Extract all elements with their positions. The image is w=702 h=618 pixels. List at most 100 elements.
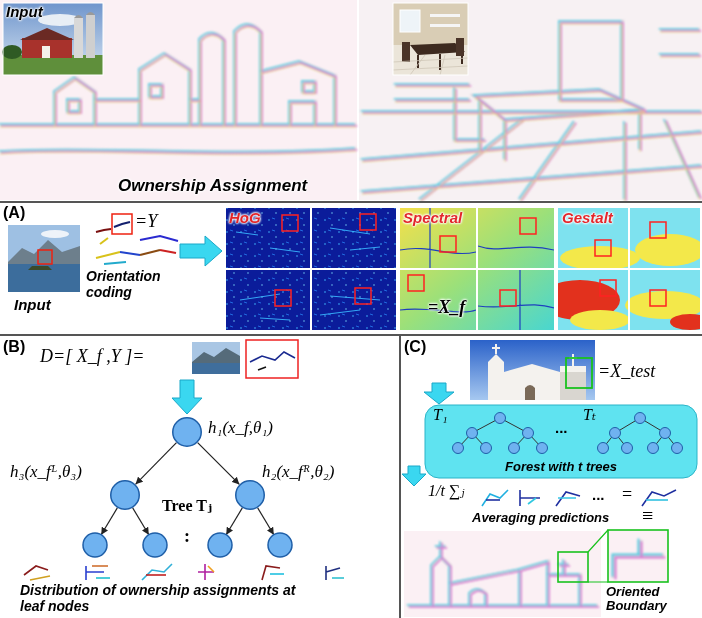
hog-panels <box>355 288 371 304</box>
image-label: Input <box>6 3 43 20</box>
gestalt-panels <box>595 240 611 256</box>
dining-photo <box>402 42 410 62</box>
oriented-boundary-map <box>404 531 601 617</box>
split-function: h₃(x_fᴸ,θ₃) <box>10 462 82 482</box>
orientation-coding <box>104 262 126 264</box>
spectral-panels <box>408 218 536 306</box>
flow-arrow <box>424 383 454 404</box>
forest-box <box>622 443 633 454</box>
training-sample <box>192 340 298 378</box>
leaf-distributions <box>262 566 280 580</box>
orientation-coding <box>96 229 111 232</box>
orientation-coding <box>160 250 176 253</box>
forest-box <box>648 443 659 454</box>
flow-arrow <box>402 466 426 486</box>
orientation-coding <box>140 250 160 255</box>
ellipsis-mark: : <box>184 526 190 547</box>
barn-photo <box>2 45 22 59</box>
hog-panels <box>226 208 396 330</box>
oriented-boundary-map <box>407 541 597 605</box>
leaf-distributions <box>24 566 48 575</box>
input-photo <box>38 250 52 264</box>
math-label: ≡ <box>642 504 653 527</box>
prediction-snippets <box>482 490 508 506</box>
gestalt-panels <box>650 290 666 306</box>
prediction-snippets <box>646 499 668 501</box>
forest-box <box>672 443 683 454</box>
split-node: h₂(x_fᴿ,θ₂) <box>235 480 265 510</box>
forest-box <box>537 443 548 454</box>
test-photo <box>470 340 595 400</box>
oriented-boundary-map <box>407 541 599 607</box>
tree-label: T₁ <box>433 406 447 424</box>
gestalt-panels <box>540 208 702 330</box>
tree-branch <box>198 443 240 485</box>
ownership-maps <box>359 0 702 200</box>
leaf-distributions <box>146 574 166 576</box>
forest-box <box>481 443 492 454</box>
barn-photo <box>3 3 103 75</box>
tree-leaves <box>133 508 149 535</box>
spectral-panels <box>400 208 554 330</box>
node-circle <box>172 417 202 447</box>
node-circle <box>236 481 265 510</box>
barn-photo <box>74 15 83 18</box>
test-photo <box>525 385 535 400</box>
tree-label: Tree Tⱼ <box>147 497 227 515</box>
math-label: D=[ X_f ,Y ]= <box>40 346 144 367</box>
tree-label: Tₜ <box>583 406 596 424</box>
step-label: Oriented Boundary <box>606 585 698 613</box>
forest-box: T₁ Tₜ... Forest with t trees <box>425 405 701 478</box>
tree-leaves <box>226 508 242 535</box>
dining-photo <box>393 3 468 75</box>
forest-box <box>610 428 621 439</box>
orientation-coding <box>100 238 108 244</box>
tree-leaves <box>83 508 292 557</box>
ellipsis-mark: ... <box>555 419 568 436</box>
split-node: h₁(x_f,θ₁) <box>172 417 202 447</box>
split-function: h₁(x_f,θ₁) <box>208 418 273 438</box>
gestalt-panels <box>650 222 666 238</box>
caption-label: Distribution of ownership assignments at… <box>20 582 320 614</box>
leaf-distributions <box>24 564 344 580</box>
orientation-coding <box>120 252 140 255</box>
feature-label: Spectral <box>403 209 462 226</box>
test-photo <box>560 372 586 400</box>
section-dividers <box>0 201 702 203</box>
math-label: 1/t ∑ⱼ <box>428 482 465 500</box>
input-photo <box>8 240 80 266</box>
forest-box <box>458 418 677 448</box>
spectral-panels <box>400 208 554 330</box>
flow-arrow <box>172 380 202 414</box>
spectral-panels <box>400 208 554 330</box>
leaf-distributions <box>96 577 110 579</box>
leaf-distributions <box>208 566 214 572</box>
test-photo <box>566 358 592 388</box>
step-label: Orientation coding <box>86 268 181 300</box>
leaf-distributions <box>92 565 108 567</box>
dining-photo <box>400 10 420 32</box>
barn-photo <box>3 3 103 75</box>
leaf-distributions <box>270 573 284 575</box>
prediction-snippets <box>486 499 500 501</box>
dining-photo <box>430 24 460 27</box>
orientation-coding <box>140 236 178 241</box>
gestalt-panels <box>540 208 702 330</box>
node-circle <box>173 418 202 447</box>
dining-photo <box>393 55 468 75</box>
spectral-panels <box>520 218 536 234</box>
node-circle <box>111 481 140 510</box>
test-photo <box>488 354 586 400</box>
training-sample <box>258 367 266 370</box>
hog-panels <box>275 290 291 306</box>
box-title: Forest with t trees <box>425 460 697 475</box>
tree-leaves <box>208 533 232 557</box>
forest-box <box>598 443 609 454</box>
leaf-distributions <box>142 564 172 580</box>
dining-photo <box>393 3 468 75</box>
oriented-boundary-map <box>616 542 666 580</box>
math-label: =X_test <box>598 361 655 382</box>
spectral-panels <box>408 275 424 291</box>
training-sample <box>192 348 240 364</box>
